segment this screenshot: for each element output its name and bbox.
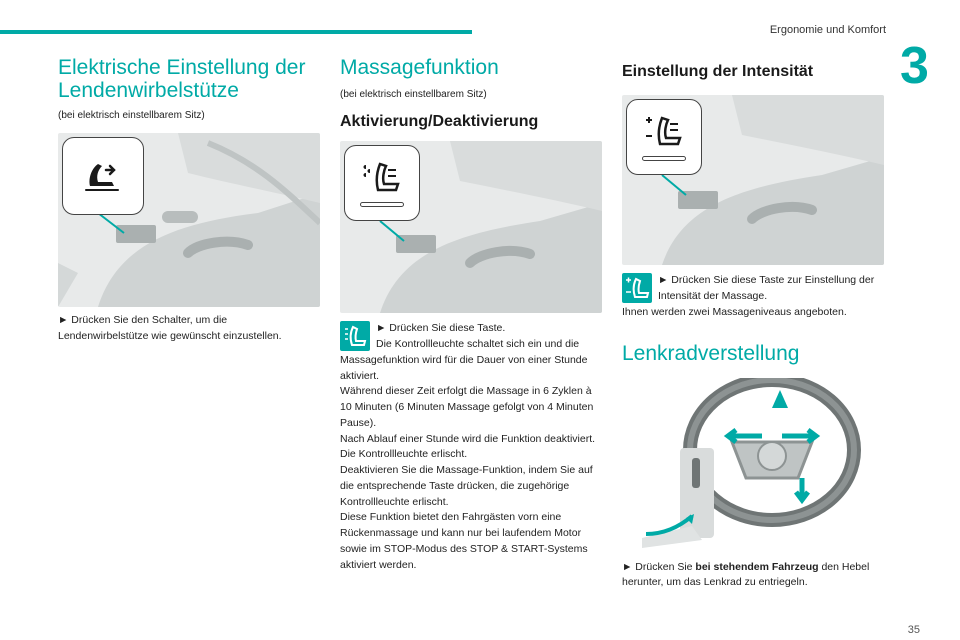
steering-wheel-illustration: [622, 372, 884, 548]
intensity-note: Ihnen werden zwei Massageniveaus angebot…: [622, 305, 847, 318]
massage-button-inset: [344, 145, 420, 222]
massage-text-block: ► Drücken Sie diese Taste. Die Kontrolll…: [340, 321, 602, 573]
massage-seat-icon: [363, 162, 400, 192]
massage-paragraph-4: Deaktivieren Sie die Massage-Funktion, i…: [340, 464, 593, 508]
lumbar-seat-illustration: [58, 133, 320, 308]
massage-indicator-light: [360, 201, 404, 207]
massage-paragraph-1: Die Kontrollleuchte schaltet sich ein un…: [340, 338, 588, 382]
section-label: Ergonomie und Komfort: [769, 24, 886, 36]
steering-title: Lenkradverstellung: [622, 342, 800, 366]
column-lumbar: Elektrische Einstellung der Lendenwirbel…: [58, 56, 320, 345]
intensity-seat-illustration: [622, 95, 884, 266]
seat-side-image: [58, 133, 320, 308]
intensity-button-inset: [626, 99, 702, 176]
seat-side-image: [379, 141, 602, 314]
massage-paragraph-2: Während dieser Zeit erfolgt die Massage …: [340, 385, 594, 429]
lumbar-instruction: ► Drücken Sie den Schalter, um die Lende…: [58, 314, 282, 342]
massage-button-icon: [340, 321, 370, 352]
intensity-button-icon: [622, 273, 652, 304]
massage-intensity-icon: [646, 116, 682, 145]
lumbar-switch-inset: [62, 137, 144, 216]
seat-side-image: [661, 95, 884, 266]
massage-instruction: ► Drücken Sie diese Taste.: [376, 322, 506, 335]
steering-instruction-prefix: ► Drücken Sie: [622, 560, 696, 573]
steering-instruction-bold: bei stehendem Fahrzeug: [695, 560, 819, 573]
intensity-text-block: ► Drücken Sie diese Taste zur Einstellun…: [622, 273, 884, 305]
intensity-heading: Einstellung der Intensität: [622, 63, 814, 80]
steering-instruction-suffix: den Hebel herunter, um das Lenkrad zu en…: [622, 560, 870, 589]
intensity-instruction: ► Drücken Sie diese Taste zur Einstellun…: [658, 274, 875, 302]
header-accent-bar: [0, 30, 472, 34]
intensity-indicator-light: [642, 155, 686, 161]
column-intensity: Einstellung der Intensität: [622, 56, 884, 591]
chapter-number: 3: [900, 37, 929, 95]
steering-instruction: ► Drücken Sie bei stehendem Fahrzeug den…: [622, 560, 884, 592]
lumbar-title: Elektrische Einstellung der Lendenwirbel…: [58, 56, 306, 103]
massage-subtitle: (bei elektrisch einstellbarem Sitz): [340, 89, 487, 101]
column-massage: Massagefunktion (bei elektrisch einstell…: [340, 56, 602, 573]
lumbar-seat-icon: [85, 164, 119, 192]
massage-paragraph-5: Diese Funktion bietet den Fahrgästen vor…: [340, 511, 588, 571]
lumbar-subtitle: (bei elektrisch einstellbarem Sitz): [58, 110, 205, 122]
page-number: 35: [907, 624, 920, 636]
steering-wheel-image: [642, 372, 861, 548]
massage-seat-illustration: [340, 141, 602, 314]
activation-heading: Aktivierung/Deaktivierung: [340, 113, 539, 131]
massage-paragraph-3: Nach Ablauf einer Stunde wird die Funkti…: [340, 432, 596, 461]
massage-title: Massagefunktion: [340, 56, 499, 79]
